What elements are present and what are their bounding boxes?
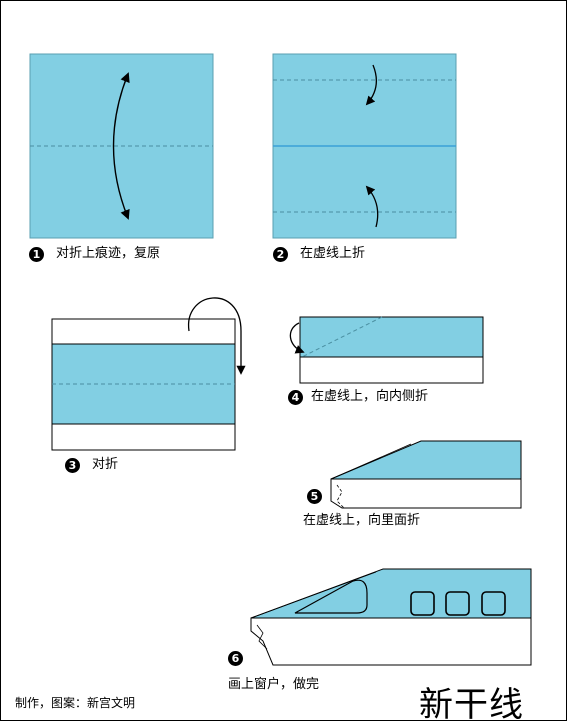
- step3-text: 对折: [92, 457, 119, 472]
- page-title: 新干线: [419, 685, 524, 725]
- step4-paper: [289, 316, 484, 384]
- window-2: [445, 591, 470, 616]
- step6-number-wrap: 6: [228, 651, 255, 667]
- credit-text: 制作，图案：新宫文明: [15, 696, 136, 710]
- step1-text: 对折上痕迹，复原: [56, 246, 161, 261]
- step3-caption: 3 对折: [65, 457, 118, 474]
- step1-caption: 1 对折上痕迹，复原: [29, 246, 160, 263]
- step5-number: 5: [307, 489, 322, 504]
- step2-caption: 2 在虚线上折: [273, 246, 365, 263]
- step1-number: 1: [29, 246, 44, 262]
- window-1: [410, 591, 435, 616]
- step5-number-wrap: 5: [307, 489, 334, 505]
- step3-number: 3: [65, 457, 80, 473]
- step2-text: 在虚线上折: [300, 246, 366, 261]
- step6-train: [250, 568, 532, 666]
- step2-number: 2: [273, 246, 288, 262]
- step2-paper: [272, 53, 457, 239]
- step4-caption: 4 在虚线上，向内侧折: [288, 389, 428, 406]
- step1-paper: [29, 53, 214, 239]
- step4-number: 4: [288, 389, 303, 405]
- window-3: [481, 591, 506, 616]
- step6-number: 6: [228, 651, 243, 666]
- step3-paper: [51, 297, 246, 451]
- step6-caption: 画上窗户，做完: [228, 677, 320, 692]
- step5-paper: [330, 440, 522, 509]
- step4-text: 在虚线上，向内侧折: [311, 389, 429, 404]
- step5-caption: 在虚线上，向里面折: [303, 513, 421, 528]
- windshield-window: [294, 579, 368, 614]
